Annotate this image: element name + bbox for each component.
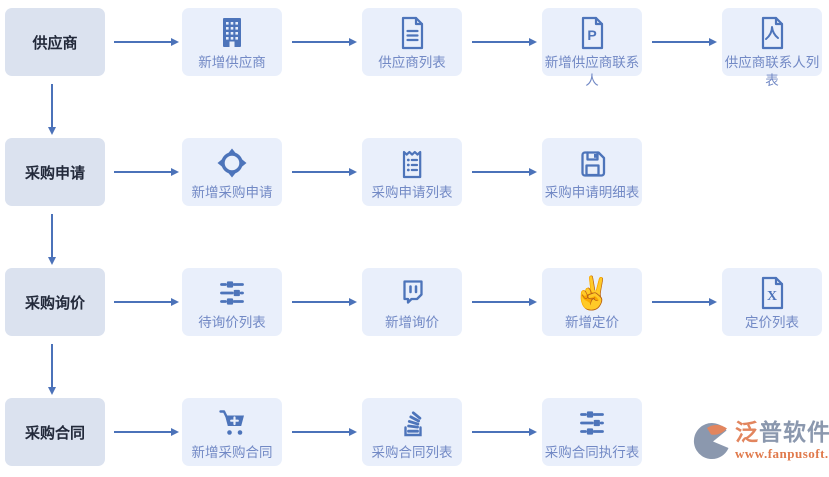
document-person-icon <box>722 8 822 54</box>
website-link[interactable]: www.fanpusoft.com <box>735 446 829 461</box>
floppy-disk-icon <box>542 138 642 184</box>
node-label: 新增供应商联系人 <box>544 55 640 88</box>
stage-purchase-contract-label: 采购合同 <box>24 424 85 442</box>
document-x-icon: X <box>722 268 822 314</box>
node-add-purchase-request[interactable]: 新增采购申请 <box>182 138 282 206</box>
fanpu-logo-mark <box>693 423 729 460</box>
flow-arrow <box>472 428 537 436</box>
svg-text:X: X <box>767 289 777 304</box>
flow-arrow <box>114 38 179 46</box>
flow-arrow <box>292 168 357 176</box>
svg-text:P: P <box>587 27 596 43</box>
flow-arrow-vertical <box>48 84 56 135</box>
node-add-pricing[interactable]: ✌ 新增定价 <box>542 268 642 336</box>
stack-icon <box>362 398 462 444</box>
node-purchase-contract-execution[interactable]: 采购合同执行表 <box>542 398 642 466</box>
stage-purchase-contract[interactable]: 采购合同 <box>5 398 105 466</box>
clipboard-list-icon <box>362 138 462 184</box>
fanpu-logo: 泛普软件 www.fanpusoft.com <box>692 420 829 462</box>
node-label: 待询价列表 <box>198 315 266 330</box>
node-add-purchase-contract[interactable]: 新增采购合同 <box>182 398 282 466</box>
node-label: 采购申请列表 <box>371 185 453 200</box>
node-label: 采购合同执行表 <box>544 445 640 460</box>
node-supplier-contact-list[interactable]: 供应商联系人列表 <box>722 8 822 88</box>
node-label: 采购申请明细表 <box>544 185 640 200</box>
node-purchase-request-list[interactable]: 采购申请列表 <box>362 138 462 206</box>
stage-supplier-label: 供应商 <box>32 34 78 52</box>
node-label: 新增采购合同 <box>191 445 273 460</box>
flow-arrow <box>114 298 179 306</box>
flow-arrow <box>114 168 179 176</box>
node-add-supplier[interactable]: 新增供应商 <box>182 8 282 76</box>
flow-arrow <box>472 38 537 46</box>
node-label: 供应商列表 <box>378 55 446 70</box>
node-purchase-request-detail[interactable]: 采购申请明细表 <box>542 138 642 206</box>
stage-supplier[interactable]: 供应商 <box>5 8 105 76</box>
stage-purchase-request[interactable]: 采购申请 <box>5 138 105 206</box>
document-p-icon: P <box>542 8 642 54</box>
document-lines-icon <box>362 8 462 54</box>
stage-purchase-inquiry[interactable]: 采购询价 <box>5 268 105 336</box>
node-purchase-contract-list[interactable]: 采购合同列表 <box>362 398 462 466</box>
stage-purchase-request-label: 采购申请 <box>24 164 85 182</box>
flow-arrow <box>114 428 179 436</box>
node-label: 新增定价 <box>565 315 619 330</box>
node-label: 定价列表 <box>745 315 799 330</box>
node-add-inquiry[interactable]: 新增询价 <box>362 268 462 336</box>
node-label: 新增询价 <box>385 315 439 330</box>
target-icon <box>182 138 282 184</box>
flow-arrow <box>652 298 717 306</box>
flow-arrow <box>472 168 537 176</box>
building-icon <box>182 8 282 54</box>
flow-arrow <box>292 298 357 306</box>
node-pricing-list[interactable]: X 定价列表 <box>722 268 822 336</box>
flow-arrow <box>652 38 717 46</box>
victory-hand-icon: ✌ <box>542 268 642 314</box>
node-add-supplier-contact[interactable]: P 新增供应商联系人 <box>542 8 642 88</box>
flow-arrow <box>472 298 537 306</box>
brand-name: 泛普软件 <box>735 419 829 445</box>
victory-hand-glyph: ✌ <box>572 275 612 311</box>
stage-purchase-inquiry-label: 采购询价 <box>24 294 85 312</box>
node-supplier-list[interactable]: 供应商列表 <box>362 8 462 76</box>
node-label: 新增采购申请 <box>191 185 273 200</box>
chat-bubble-icon <box>362 268 462 314</box>
sliders-icon <box>182 268 282 314</box>
sliders-icon <box>542 398 642 444</box>
node-label: 采购合同列表 <box>371 445 453 460</box>
cart-plus-icon <box>182 398 282 444</box>
flow-arrow-vertical <box>48 344 56 395</box>
flow-arrow <box>292 428 357 436</box>
node-label: 新增供应商 <box>198 55 266 70</box>
flow-arrow <box>292 38 357 46</box>
flow-arrow-vertical <box>48 214 56 265</box>
node-pending-inquiry-list[interactable]: 待询价列表 <box>182 268 282 336</box>
node-label: 供应商联系人列表 <box>724 55 820 88</box>
